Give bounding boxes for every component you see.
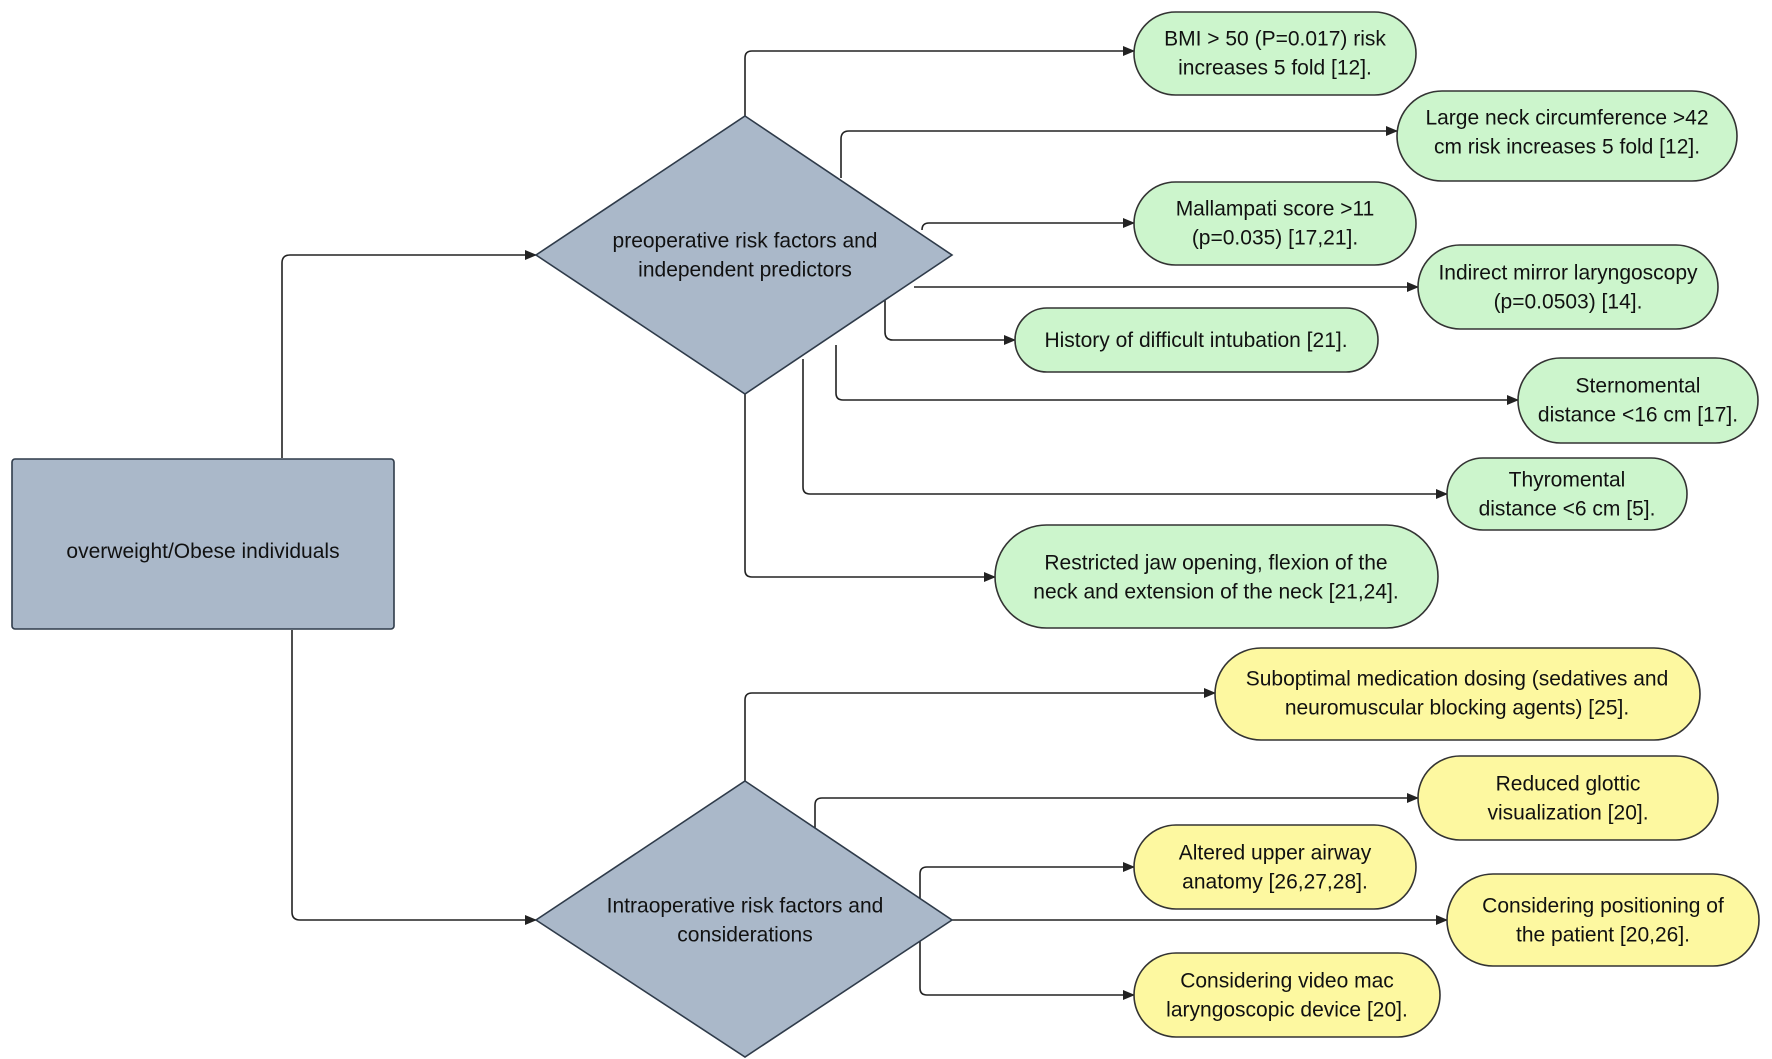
label-line: neuromuscular blocking agents) [25]. [1285,697,1629,720]
label-line: visualization [20]. [1487,802,1648,825]
factor-oval [994,524,1439,629]
label-line: distance <16 cm [17]. [1538,404,1738,427]
factor-oval [1517,357,1759,444]
factor-oval [1133,181,1417,266]
factor-label: BMI > 50 (P=0.017) risk increases 5 fold … [1164,28,1386,80]
root-label: overweight/Obese individuals [66,540,339,563]
label-line: preoperative risk factors and [613,230,878,253]
factor-oval [1014,307,1379,373]
intraop-decision-node: Intraoperative risk factors and considera… [534,780,954,1058]
factor-oval [1417,244,1719,330]
preop-label: preoperative risk factors and independent… [613,230,878,282]
label-line: laryngoscopic device [20]. [1166,999,1408,1022]
preop-factor-bmi: BMI > 50 (P=0.017) risk increases 5 fold … [1133,11,1417,96]
label-line: Indirect mirror laryngoscopy [1438,262,1698,285]
label-line: the patient [20,26]. [1516,924,1690,947]
preop-factor-difficult-intubation-history: History of difficult intubation [21]. [1014,307,1379,373]
edge-root-to-preop [281,250,537,458]
factor-oval [1133,11,1417,96]
label-line: Reduced glottic [1496,773,1641,796]
preop-factor-thyromental-distance: Thyromental distance <6 cm [5]. [1446,457,1688,531]
edge-preop-sternomental [835,345,1519,405]
edge-preop-history [884,300,1016,345]
label-line: (p=0.0503) [14]. [1494,291,1643,314]
factor-label: Mallampati score >11 (p=0.035) [17,21]. [1176,198,1375,250]
root-box [11,458,395,630]
factor-label: Reduced glottic visualization [20]. [1487,773,1648,825]
root-node: overweight/Obese individuals [11,458,395,630]
edge-preop-jaw [744,394,996,582]
label-line: Large neck circumference >42 [1425,107,1708,130]
label-line: independent predictors [638,259,852,282]
preop-factor-jaw-neck-mobility: Restricted jaw opening, flexion of the ne… [994,524,1439,629]
intraop-factor-glottic-visualization: Reduced glottic visualization [20]. [1417,755,1719,841]
edge-preop-bmi [744,46,1135,116]
label-line: considerations [677,924,812,947]
label-line: Thyromental [1509,469,1626,492]
factor-oval [1133,952,1441,1038]
intraop-factor-list: Suboptimal medication dosing (sedatives … [1133,647,1760,1038]
edge-intraop-glottic [814,793,1419,833]
preop-factor-list: BMI > 50 (P=0.017) risk increases 5 fold … [994,11,1759,629]
label-line: Altered upper airway [1179,842,1372,865]
label-line: Considering video mac [1180,970,1394,993]
label-line: neck and extension of the neck [21,24]. [1033,581,1398,604]
factor-oval [1446,873,1760,967]
factor-label: Thyromental distance <6 cm [5]. [1479,469,1656,521]
label-line: Intraoperative risk factors and [607,895,884,918]
intraop-factor-patient-positioning: Considering positioning of the patient [2… [1446,873,1760,967]
factor-label: Suboptimal medication dosing (sedatives … [1246,668,1669,720]
preop-factor-mallampati: Mallampati score >11 (p=0.035) [17,21]. [1133,181,1417,266]
label-line: anatomy [26,27,28]. [1182,871,1368,894]
edge-root-to-intraop [291,630,537,925]
connector-lines [281,46,1519,1000]
preop-diamond [534,115,954,395]
factor-oval [1446,457,1688,531]
factor-oval [1396,90,1738,182]
intraop-factor-medication-dosing: Suboptimal medication dosing (sedatives … [1214,647,1701,741]
edge-preop-thyromental [802,359,1448,499]
preop-factor-neck-circumference: Large neck circumference >42 cm risk incr… [1396,90,1738,182]
factor-oval [1133,824,1417,910]
factor-label: Restricted jaw opening, flexion of the ne… [1033,552,1398,604]
factor-label: Large neck circumference >42 cm risk incr… [1425,107,1708,159]
intraop-factor-video-laryngoscope: Considering video mac laryngoscopic devic… [1133,952,1441,1038]
preop-factor-mirror-laryngoscopy: Indirect mirror laryngoscopy (p=0.0503) [… [1417,244,1719,330]
factor-oval [1214,647,1701,741]
label-line: distance <6 cm [5]. [1479,498,1656,521]
label-line: Considering positioning of [1482,895,1724,918]
label-line: overweight/Obese individuals [66,540,339,563]
edge-preop-neck [840,126,1398,178]
factor-label: Indirect mirror laryngoscopy (p=0.0503) [… [1438,262,1698,314]
edge-intraop-anatomy [919,862,1135,918]
label-line: Suboptimal medication dosing (sedatives … [1246,668,1669,691]
factor-label: Considering video mac laryngoscopic devic… [1166,970,1408,1022]
edge-intraop-video [919,922,1135,1000]
preop-factor-sternomental-distance: Sternomental distance <16 cm [17]. [1517,357,1759,444]
label-line: increases 5 fold [12]. [1178,57,1372,80]
factor-oval [1417,755,1719,841]
edge-preop-mallampati [921,218,1135,231]
label-line: Sternomental [1576,375,1701,398]
label-line: Restricted jaw opening, flexion of the [1044,552,1387,575]
intraop-label: Intraoperative risk factors and considera… [607,895,884,947]
factor-label: Altered upper airway anatomy [26,27,28]. [1179,842,1372,894]
intraop-factor-airway-anatomy: Altered upper airway anatomy [26,27,28]. [1133,824,1417,910]
factor-label: Sternomental distance <16 cm [17]. [1538,375,1738,427]
edge-intraop-dosing [744,688,1216,781]
label-line: Mallampati score >11 [1176,198,1375,221]
label-line: cm risk increases 5 fold [12]. [1434,136,1700,159]
intraop-diamond [534,780,954,1058]
factor-label: History of difficult intubation [21]. [1044,329,1347,352]
label-line: (p=0.035) [17,21]. [1192,227,1358,250]
factor-label: Considering positioning of the patient [2… [1482,895,1724,947]
preop-decision-node: preoperative risk factors and independent… [534,115,954,395]
label-line: History of difficult intubation [21]. [1044,329,1347,352]
label-line: BMI > 50 (P=0.017) risk [1164,28,1386,51]
